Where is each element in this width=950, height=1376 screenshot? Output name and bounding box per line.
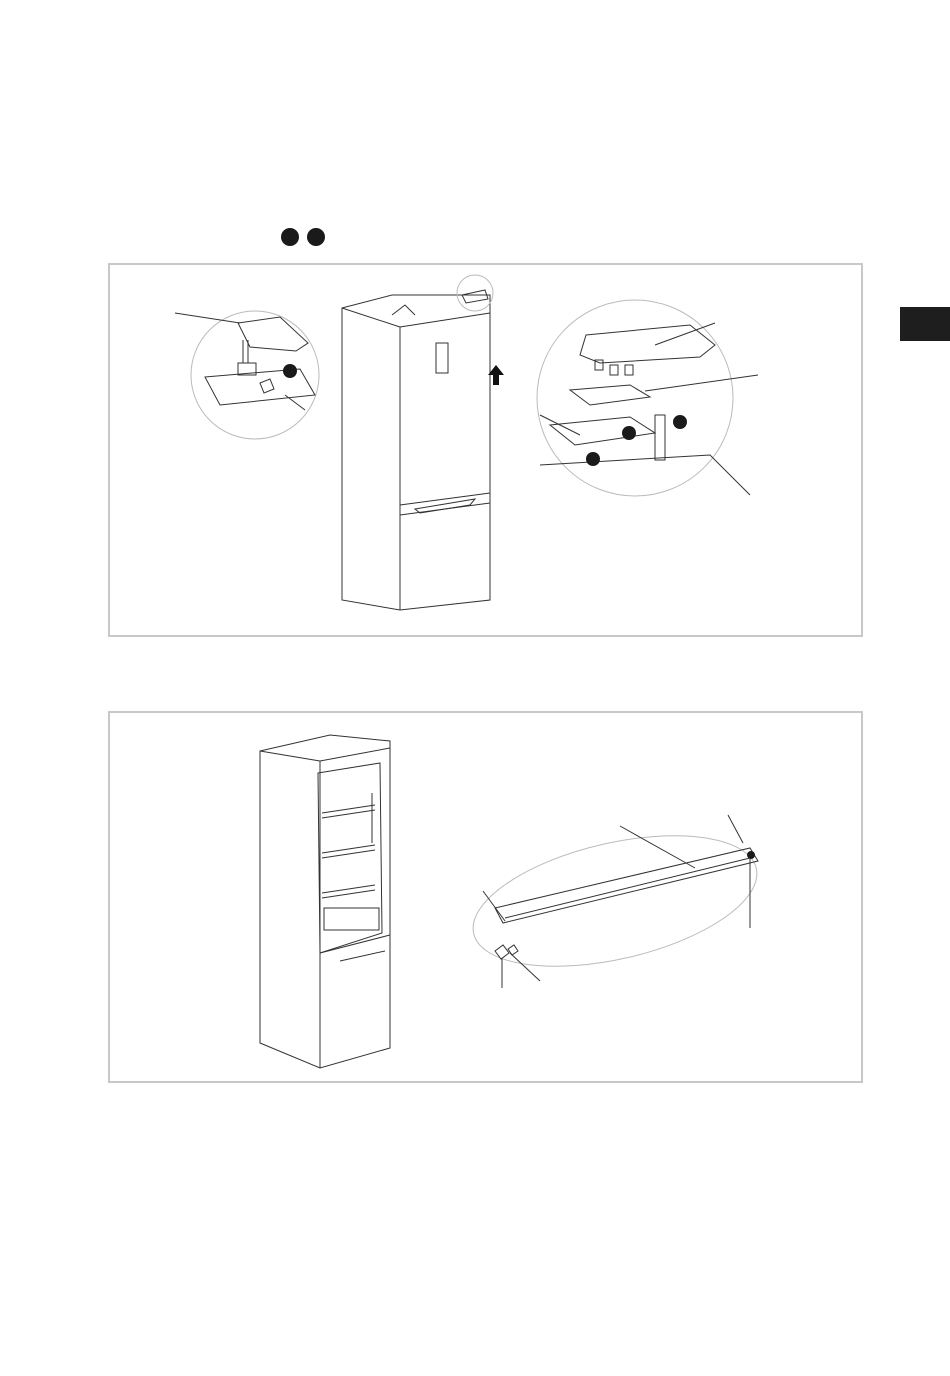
screw-icon [508, 945, 518, 955]
fridge-body [342, 295, 490, 610]
figure-2-frame [108, 711, 863, 1083]
marker-dot [747, 851, 755, 859]
open-fridge-body [260, 735, 390, 1068]
step-marker-2 [307, 228, 325, 246]
marker-dot [586, 452, 600, 466]
figure-1-illustration [110, 265, 865, 639]
marker-dot [283, 364, 297, 378]
hinge-icon [570, 385, 650, 405]
marker-dot [673, 415, 687, 429]
section-tab [900, 307, 950, 341]
figure-2-illustration [110, 713, 865, 1085]
frame-zoom-ellipse [461, 812, 770, 990]
figure-1-frame [108, 263, 863, 637]
door-frame-icon [495, 848, 758, 923]
hinge-detail-zoom-circle [537, 300, 733, 496]
marker-dot [622, 426, 636, 440]
step-marker-1 [281, 228, 299, 246]
